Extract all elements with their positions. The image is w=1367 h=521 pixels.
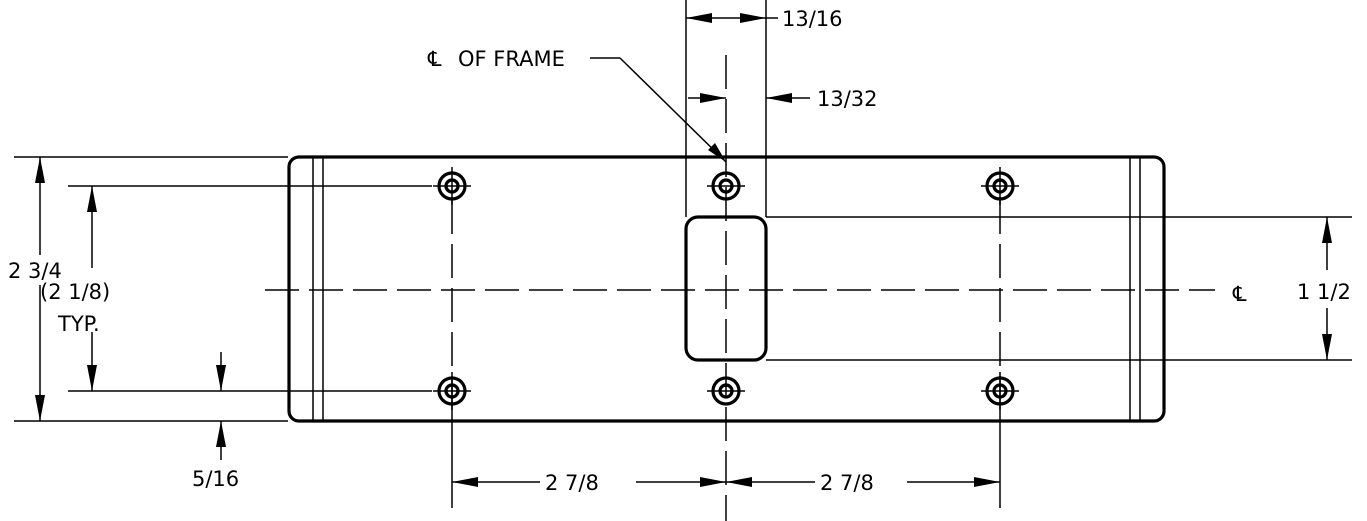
centerline-symbol: ℄ <box>427 47 442 71</box>
arrowhead <box>766 93 792 103</box>
dimension-5-16: 5/16 <box>192 352 239 491</box>
dimension-13-16: 13/16 <box>685 0 843 217</box>
arrowhead <box>1322 217 1332 243</box>
center-lines <box>265 55 1215 521</box>
arrowhead <box>87 186 97 212</box>
mounting-hole-top-left <box>433 167 471 205</box>
leader-arrowhead <box>708 143 726 162</box>
arrowhead <box>452 477 478 487</box>
arrowhead <box>974 477 1000 487</box>
arrowhead <box>1322 334 1332 360</box>
dimension-2-3-4: 2 3/4 <box>8 156 288 422</box>
mounting-hole-bottom-middle <box>707 376 745 406</box>
mounting-holes <box>433 167 1019 410</box>
mounting-hole-top-right <box>981 167 1019 205</box>
centerline-of-frame-callout: ℄ OF FRAME <box>427 47 727 163</box>
label-13-16: 13/16 <box>782 7 843 31</box>
arrowhead <box>700 93 726 103</box>
dimension-2-7-8-right: 2 7/8 <box>726 378 1001 508</box>
label-2-1-8: (2 1/8) <box>40 280 110 304</box>
label-2-7-8-right: 2 7/8 <box>820 471 874 495</box>
arrowhead <box>740 13 766 23</box>
arrowhead <box>35 395 45 421</box>
label-2-3-4: 2 3/4 <box>8 259 62 283</box>
label-5-16: 5/16 <box>192 467 239 491</box>
dimension-1-1-2: 1 1/2 <box>766 216 1352 361</box>
mounting-hole-top-middle <box>707 171 745 201</box>
arrowhead <box>726 477 752 487</box>
arrowhead <box>686 13 712 23</box>
label-2-7-8-left: 2 7/8 <box>545 471 599 495</box>
label-of-frame: OF FRAME <box>458 47 565 71</box>
arrowhead <box>216 421 226 447</box>
dimension-2-1-8: (2 1/8) TYP. <box>40 185 432 392</box>
label-typ: TYP. <box>57 312 100 336</box>
arrowhead <box>87 365 97 391</box>
arrowhead <box>700 477 726 487</box>
arrowhead <box>216 365 226 391</box>
dimension-2-7-8-left: 2 7/8 <box>451 378 726 508</box>
centerline-symbol-right: ℄ <box>1232 282 1247 306</box>
arrowhead <box>35 157 45 183</box>
label-1-1-2: 1 1/2 <box>1297 280 1351 304</box>
leader-line-diagonal <box>619 57 727 163</box>
label-13-32: 13/32 <box>817 87 878 111</box>
dimension-13-32: 13/32 <box>688 87 878 111</box>
